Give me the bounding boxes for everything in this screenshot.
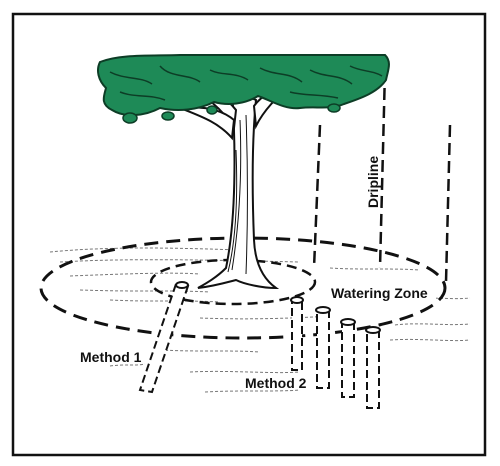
watering-zone-label: Watering Zone (331, 285, 428, 301)
method-1-pipe-top (175, 281, 189, 289)
method-2-label: Method 2 (245, 375, 307, 391)
method-1-label: Method 1 (80, 349, 142, 365)
method-1-pipe (138, 282, 190, 394)
tree-trunk (179, 83, 293, 290)
dripline-markers (312, 69, 452, 283)
watering-zone-label-bg (328, 284, 436, 302)
dripline-label: Dripline (365, 156, 381, 208)
diagram-frame (11, 12, 487, 457)
method-2-pipes (291, 299, 380, 409)
method-2-pipe-tops (290, 296, 381, 334)
ground-texture (49, 247, 471, 393)
tree-canopy (97, 54, 390, 124)
trunk-bark-lines (227, 114, 248, 275)
